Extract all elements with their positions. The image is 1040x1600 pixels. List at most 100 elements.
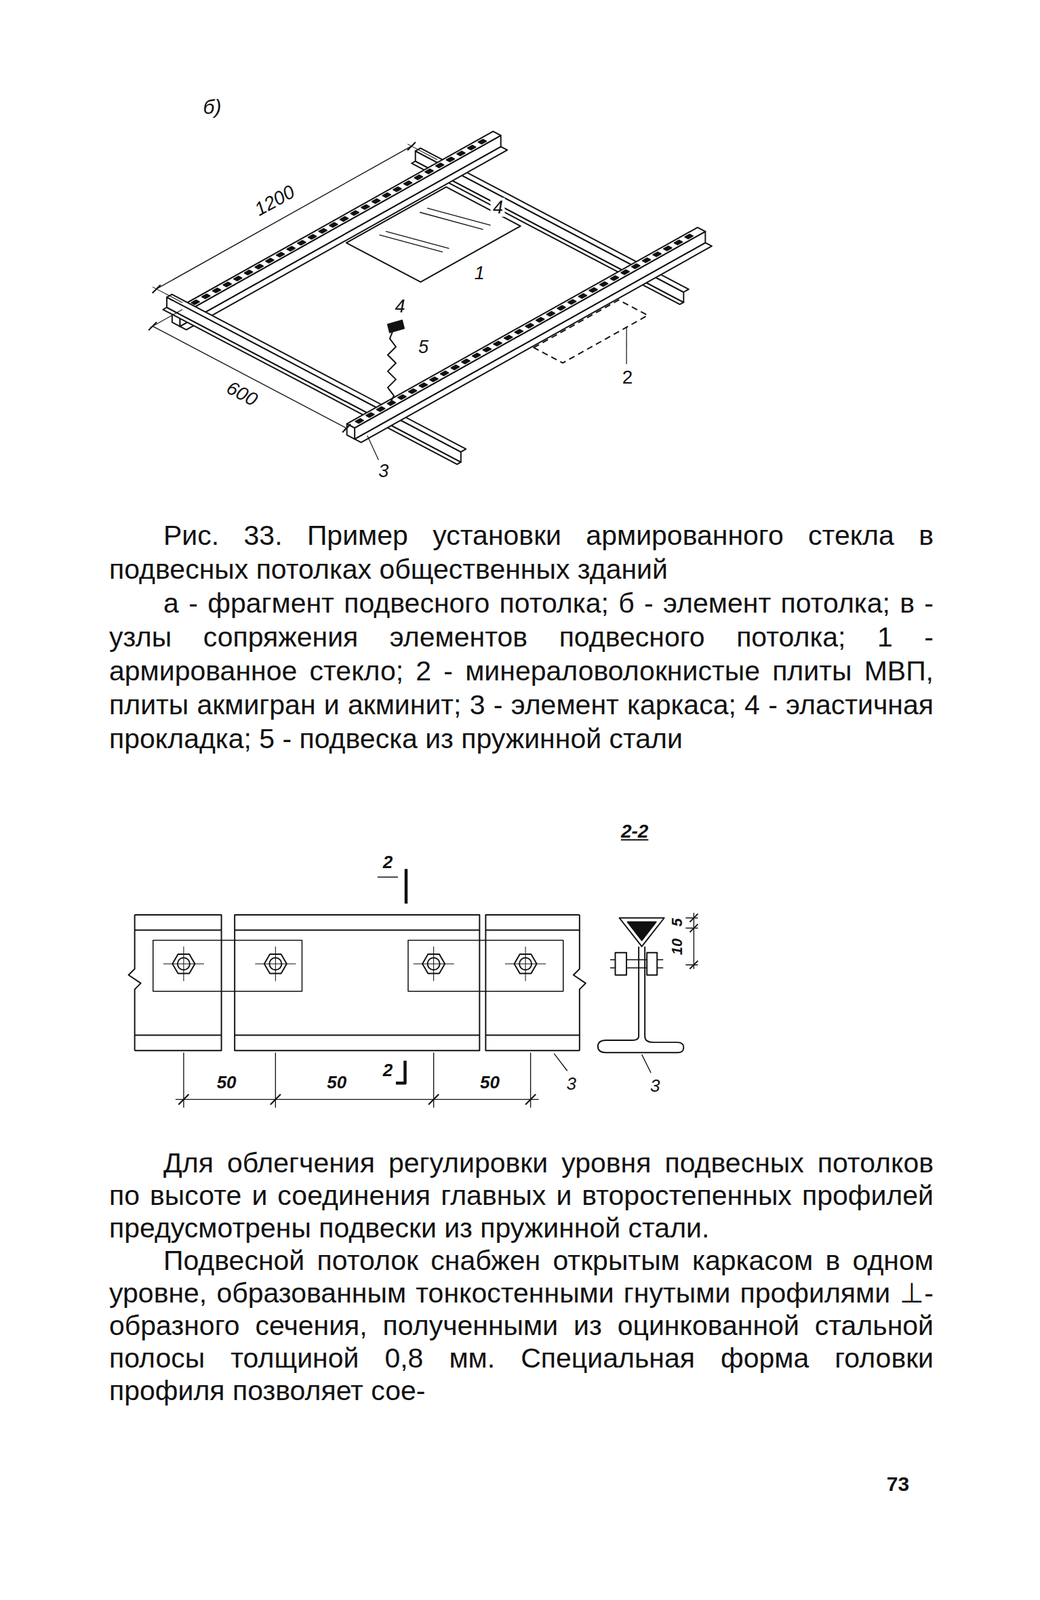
profile-slot	[372, 199, 381, 204]
callout-number: 3	[376, 461, 391, 481]
figure-caption: Рис. 33. Пример установки армированного …	[109, 518, 934, 587]
profile-piece	[485, 915, 579, 1051]
line-art	[163, 947, 205, 982]
profile-slot	[297, 240, 306, 245]
profile-slot	[350, 210, 359, 215]
profile-slot	[393, 187, 402, 192]
profile-slot	[397, 395, 407, 400]
profile-slot	[456, 151, 466, 156]
callout-number: 2	[620, 367, 636, 388]
profile-slot	[525, 323, 534, 328]
profile-slot	[652, 252, 662, 257]
profile-slot	[361, 204, 370, 209]
callout-number: 2	[381, 854, 395, 873]
spring-hanger	[387, 328, 396, 405]
profile-piece	[134, 915, 222, 1051]
profile-slot	[265, 258, 274, 263]
ceiling-element-view	[148, 131, 712, 465]
dimension-tick	[407, 142, 416, 151]
profile-slot	[461, 359, 470, 364]
profile-slot	[382, 193, 391, 198]
section-mark	[395, 1061, 406, 1084]
profile-slot	[536, 317, 545, 323]
body-paragraph: Для облегчения регулировки уровня подвес…	[109, 1147, 934, 1245]
section-mark	[377, 877, 398, 879]
profile-slot	[467, 145, 476, 150]
callout-number: 2-2	[618, 821, 651, 842]
nut	[646, 953, 657, 976]
leader-line	[367, 435, 379, 461]
section-mark	[404, 869, 409, 904]
callout-number: 1	[472, 263, 487, 283]
main-profile	[354, 231, 706, 440]
dimension-tick	[152, 284, 161, 293]
main-profile	[179, 135, 501, 327]
glass-hatch	[385, 231, 449, 249]
caption-column: Рис. 33. Пример установки армированного …	[109, 518, 934, 756]
main-profile	[347, 227, 706, 429]
callout-number: 5	[416, 337, 431, 357]
dimension-label: 600	[221, 376, 262, 412]
main-profile	[354, 242, 712, 443]
dimension-label: 73	[884, 1473, 912, 1496]
profile-slot	[418, 383, 428, 388]
profile-joint-view	[128, 869, 699, 1108]
profile-slot	[504, 335, 513, 340]
dimension-tick	[689, 913, 698, 969]
leader-line	[553, 1054, 568, 1072]
profile-slot	[557, 305, 566, 310]
profile-slot	[366, 412, 375, 417]
glass-sheet	[346, 187, 521, 283]
main-profile	[179, 146, 508, 330]
profile-slot	[429, 377, 438, 382]
callout-number: 3	[648, 1077, 662, 1096]
profile-flange	[597, 1036, 684, 1053]
dimension-label: 10	[669, 936, 686, 957]
profile-slot	[663, 246, 672, 251]
dimension-tick	[148, 322, 157, 331]
caption-legend: а - фрагмент подвесного потолка; б - эле…	[109, 586, 934, 756]
profile-slot	[329, 223, 338, 228]
body-paragraph: Подвесной потолок снабжен открытым карка…	[109, 1244, 934, 1408]
profile-slot	[233, 276, 243, 281]
profile-slot	[244, 270, 253, 275]
profile-slot	[355, 418, 364, 424]
dimension-tick	[178, 1094, 536, 1106]
profile-slot	[308, 234, 317, 239]
dimension-label: 50	[214, 1074, 239, 1093]
profile-slot	[440, 371, 449, 376]
profile-slot	[286, 246, 295, 251]
profile-slot	[589, 288, 598, 293]
profile-slot	[212, 288, 222, 293]
profile-slot	[482, 347, 491, 352]
dimension-line	[152, 326, 347, 429]
splice-plate	[153, 941, 303, 992]
glass-panel	[195, 175, 630, 413]
profile-slot	[414, 174, 423, 179]
main-profile	[172, 131, 502, 316]
dimension-tick	[342, 424, 351, 433]
dimension-label: 1200	[249, 181, 300, 222]
splice-plate	[408, 941, 564, 992]
callout-number: б)	[201, 96, 224, 118]
nut	[615, 953, 628, 976]
callout-number: 2	[381, 1062, 395, 1081]
profile-slot	[376, 406, 386, 411]
profile-slot	[276, 252, 285, 257]
frame-profile	[166, 294, 466, 453]
dimension-label: 50	[477, 1074, 502, 1093]
profile-piece	[234, 930, 480, 1036]
glass-hatch	[427, 208, 491, 226]
callout-number: 3	[564, 1075, 579, 1094]
profile-head	[627, 922, 657, 942]
profile-head	[619, 918, 665, 948]
dimension-label: 50	[324, 1074, 349, 1093]
break-line	[128, 915, 142, 1051]
profile-slot	[425, 169, 434, 174]
profile-slot	[408, 389, 417, 394]
line-art	[505, 947, 546, 982]
profile-slot	[191, 300, 200, 305]
profile-slot	[610, 275, 619, 280]
profile-slot	[223, 282, 232, 287]
line-art	[413, 947, 455, 982]
